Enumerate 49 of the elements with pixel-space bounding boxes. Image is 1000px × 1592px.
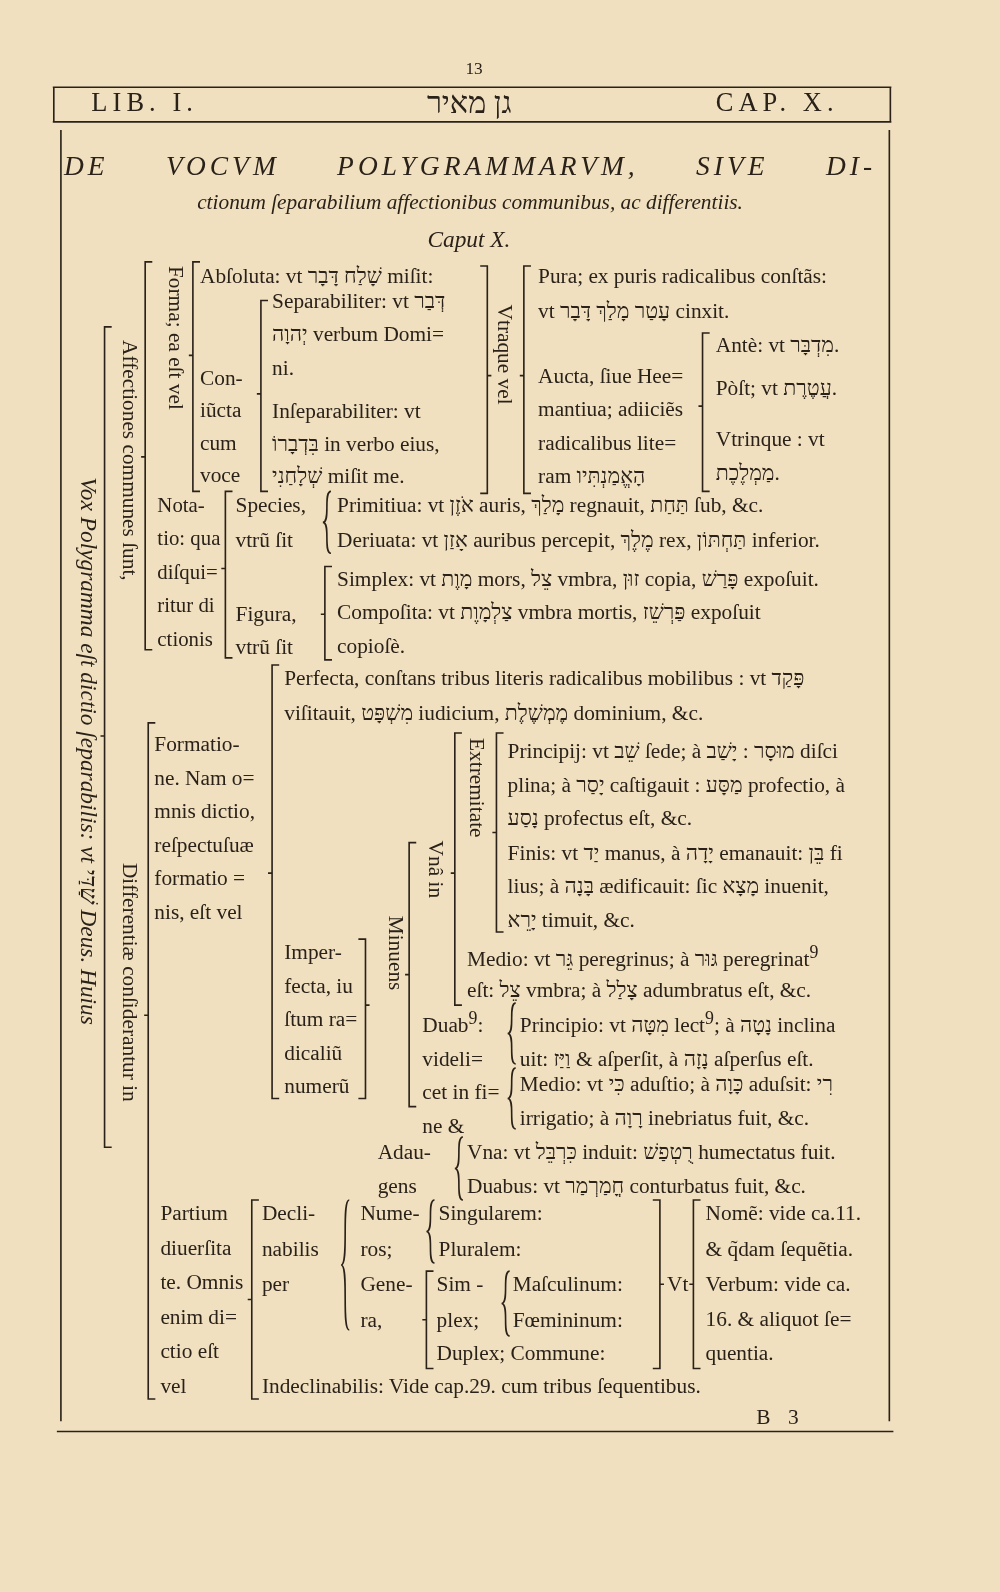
- category-label: Fœmininum:: [512, 1306, 623, 1334]
- vertical-label: Vox Polygramma eſt dictio ſeparabilis: vt שַׁדַּי Deus. Huius: [76, 477, 101, 1025]
- signature-mark: B 3: [756, 1404, 799, 1432]
- running-head: CAP. X.: [715, 86, 839, 119]
- reference-text: Verbum: vide ca. 16. & aliquot ſe= quentia.: [705, 1271, 852, 1368]
- vertical-label: Affectiones communes ſunt,: [117, 340, 143, 581]
- vertical-label: Extremitate: [465, 738, 490, 838]
- category-label: Decli- nabilis per: [261, 1199, 319, 1298]
- example-text: Simplex: vt מָוֶת mors, צֵל vmbra, זוּן copia, פָּרַשׁ expoſuit.: [337, 565, 819, 593]
- running-head: LIB. I.: [91, 86, 198, 119]
- category-label: Nota- tio: qua diſqui= ritur di ctionis: [157, 491, 221, 652]
- example-text: Medio: vt כִּי aduſtio; à כָּוָה aduſsit: רִי irrigatio; à רָוָה inebriatus fuit, &c.: [519, 1071, 833, 1132]
- definition-text: Imper- fecta, iu ſtum ra= dicaliũ numerũ: [284, 938, 358, 1100]
- example-text: Deriuata: vt אָזַן auribus percepit, מֶלֶךְ rex, תַּחְתּוֹן inferior.: [337, 526, 820, 555]
- vertical-label: Vnâ in: [424, 840, 449, 899]
- category-label: Nume- ros;: [360, 1199, 420, 1263]
- page-number: 13: [465, 57, 483, 81]
- vertical-label: Forma; ea eſt vel: [163, 266, 188, 410]
- reference-text: Indeclinabilis: Vide cap.29. cum tribus ſequentibus.: [261, 1372, 701, 1400]
- category-label: Duplex; Commune:: [436, 1340, 606, 1368]
- category-label: Adau- gens: [377, 1138, 431, 1200]
- category-label: Species, vtrũ ſit: [235, 490, 306, 554]
- definition-text: Formatio- ne. Nam o= mnis dictio, reſpectuſuæ formatio = nis, eſt vel: [154, 730, 255, 926]
- example-text: Antè: vt מִדְבָּר.: [715, 332, 840, 360]
- example-text: Vna: vt כִּרְבֵּל induit: רֻטְפַשׁ humectatus fuit.: [467, 1139, 836, 1167]
- example-text: Principij: vt שֵׁב ſede; à מוּסָר : יָשַׁב diſci plina; à יָסַר caſtigauit : מַסָּע profectio, à נָסַע profectus eſt, &c.: [507, 737, 845, 832]
- category-label: Con- iũcta cum voce: [200, 364, 243, 490]
- category-label: Figura, vtrũ ſit: [235, 601, 297, 661]
- definition-text: Partium diuerſita te. Omnis enim di= ctio eſt vel: [160, 1200, 244, 1400]
- category-label: Duab$^{9}$: videli= cet in fi= ne &: [422, 1006, 500, 1140]
- example-text: Duabus: vt חֳמַרְמַר conturbatus fuit, &c.: [467, 1172, 806, 1200]
- category-label: Singularem:: [438, 1200, 543, 1228]
- definition-text: Perfecta, conſtans tribus literis radicalibus mobilibus : vt פָּקַד viſitauit, מִשְׁפָּט iudicium, מֶמְשֶׁלֶת dominium, &c.: [284, 665, 805, 727]
- reference-text: Nomẽ: vide ca.11. & q̃dam ſequẽtia.: [705, 1199, 862, 1263]
- vertical-label: Differentiæ conſiderantur in: [117, 862, 143, 1102]
- example-text: Abſoluta: vt שָׁלַח דָּבָר miſit:: [200, 262, 434, 291]
- example-text: Pòſt; vt עֲטֶרֶת.: [715, 374, 838, 402]
- vertical-label: Vtraque vel: [493, 304, 518, 405]
- category-label: Sim - plex;: [436, 1270, 484, 1334]
- running-head: גן מאיר: [426, 85, 512, 120]
- category-label: Pluralem:: [438, 1235, 522, 1263]
- category-label: Maſculinum:: [512, 1271, 623, 1299]
- category-label: Gene- ra,: [360, 1270, 413, 1334]
- chapter-heading: Caput X.: [427, 225, 511, 254]
- example-text: Finis: vt יַד manus, à יָדָה emanauit: בֵּן fi lius; à בָּנָה ædificauit: ſic מָצָא inuenit, יָרֵא timuit, &c.: [507, 839, 843, 934]
- chapter-title: DE VOCVM POLYGRAMMARVM, SIVE DI- ctionum ſeparabilium affectionibus communibus, ac differentiis.: [63, 149, 877, 217]
- example-text: Primitiua: vt אֹזֶן auris, מָלַךְ regnauit, תַּחַת ſub, &c.: [337, 491, 764, 519]
- category-label: Vt: [667, 1271, 689, 1299]
- vertical-label: Minuens: [383, 915, 409, 991]
